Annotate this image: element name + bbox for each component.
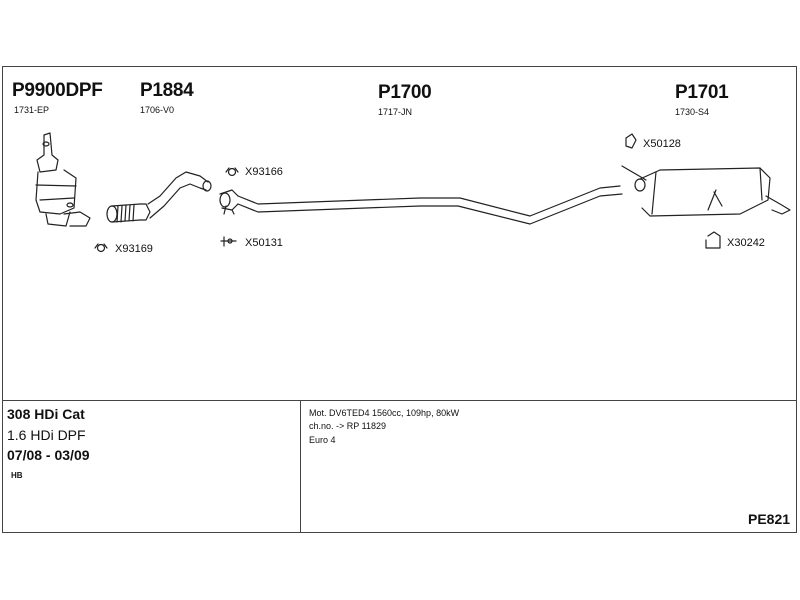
production-years: 07/08 - 03/09 <box>7 447 90 463</box>
part-code-front-pipe: 1706-V0 <box>140 105 175 115</box>
diagram-frame <box>2 66 797 533</box>
body-type: HB <box>11 471 23 480</box>
fitting-ref-x93169: X93169 <box>115 243 153 255</box>
part-code-middle-pipe: 1717-JN <box>378 107 413 117</box>
clamp-x93169-icon <box>94 243 108 253</box>
chassis-number: ch.no. -> RP 11829 <box>309 421 386 431</box>
dpf-unit-drawing <box>35 132 91 227</box>
middle-pipe-drawing <box>219 185 623 225</box>
fitting-ref-x93166: X93166 <box>245 166 283 178</box>
engine-details: Mot. DV6TED4 1560cc, 109hp, 80kW <box>309 408 460 418</box>
rear-silencer-drawing <box>621 165 791 217</box>
clamp-x93166-icon <box>225 167 239 177</box>
info-divider <box>2 400 797 401</box>
part-number-rear-silencer: P1701 <box>675 82 729 103</box>
diagram-code: PE821 <box>748 511 791 527</box>
bracket-x50128-icon <box>625 133 637 149</box>
part-code-rear-silencer: 1730-S4 <box>675 107 710 117</box>
part-number-middle-pipe: P1700 <box>378 82 432 103</box>
vehicle-model: 308 HDi Cat <box>7 406 85 422</box>
emission-norm: Euro 4 <box>309 435 336 445</box>
fitting-ref-x50128: X50128 <box>643 138 681 150</box>
part-code-dpf: 1731-EP <box>14 105 50 115</box>
fitting-ref-x50131: X50131 <box>245 237 283 249</box>
part-number-front-pipe: P1884 <box>140 80 194 101</box>
front-pipe-drawing <box>106 171 212 223</box>
hanger-x30242-icon <box>705 231 721 249</box>
engine-type: 1.6 HDi DPF <box>7 427 86 443</box>
part-number-dpf: P9900DPF <box>12 80 103 101</box>
info-column-divider <box>300 400 301 533</box>
fitting-ref-x30242: X30242 <box>727 237 765 249</box>
bolt-x50131-icon <box>220 236 237 247</box>
